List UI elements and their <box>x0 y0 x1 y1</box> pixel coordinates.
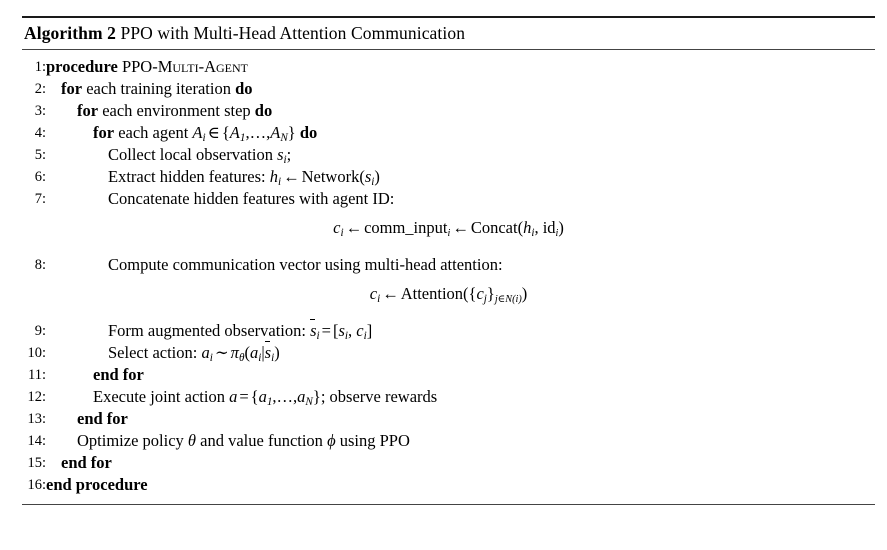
line-number-11: 11: <box>28 367 46 383</box>
algorithm-line-12: 12: Execute joint action a={a1,…,aN}; ob… <box>22 386 875 408</box>
keyword-do: do <box>254 101 273 120</box>
line-content-10: Select action: ai∼πθ(ai|si) <box>46 340 280 369</box>
equation-block-1: ci←comm_inputi←Concat(hi, idi) <box>22 210 875 254</box>
algorithm-line-13: 13: end for <box>22 408 875 430</box>
math-policy-sample: ai∼πθ(ai|si) <box>201 340 280 364</box>
keyword-end-for: end for <box>61 453 112 472</box>
line-number-10: 10: <box>27 345 46 361</box>
line-content-13: end for <box>46 408 128 430</box>
fn-id: id <box>542 218 556 237</box>
stmt-extract-features: Extract hidden features: <box>108 167 266 186</box>
line-number-13: 13: <box>27 411 46 427</box>
loop-range-envstep: each environment step <box>102 101 251 120</box>
algorithm-line-10: 10: Select action: ai∼πθ(ai|si) <box>22 340 875 364</box>
algorithm-line-11: 11: end for <box>22 364 875 386</box>
procedure-name: PPO-Multi-Agent <box>121 57 248 76</box>
algorithm-label: Algorithm 2 <box>24 23 116 43</box>
line-content-15: end for <box>46 452 112 474</box>
stmt-compute-comm-vector: Compute communication vector using multi… <box>108 255 503 274</box>
fn-network: Network <box>301 167 360 186</box>
algorithm-line-3: 3: for each environment step do <box>22 100 875 122</box>
line-number-6: 6: <box>34 169 46 185</box>
line-number-2: 2: <box>34 81 46 97</box>
algorithm-line-1: 1: procedure PPO-Multi-Agent <box>22 56 875 78</box>
algorithm-line-4: 4: for each agent Ai∈{A1,…,AN} do <box>22 122 875 144</box>
stmt-concatenate: Concatenate hidden features with agent I… <box>108 189 395 208</box>
math-augmented-state: si=[si, ci] <box>310 318 373 342</box>
rule-mid <box>22 49 875 50</box>
math-phi: ϕ <box>327 431 336 450</box>
keyword-end-for: end for <box>77 409 128 428</box>
algorithm-title-text: PPO with Multi-Head Attention Communicat… <box>120 23 466 43</box>
line-content-14: Optimize policy θ and value function ϕ u… <box>46 430 410 452</box>
stmt-using-ppo: using PPO <box>339 431 410 450</box>
algorithm-line-15: 15: end for <box>22 452 875 474</box>
line-number-12: 12: <box>27 389 46 405</box>
stmt-form-augmented: Form augmented observation: <box>108 321 306 340</box>
line-number-5: 5: <box>34 147 46 163</box>
line-number-15: 15: <box>27 455 46 471</box>
keyword-for: for <box>77 101 99 120</box>
keyword-for: for <box>61 79 83 98</box>
equation-block-2: ci←Attention({cj}j∈N(i)) <box>22 276 875 320</box>
line-content-8: Compute communication vector using multi… <box>46 254 503 276</box>
math-hidden-assign: hi←Network(si) <box>269 167 380 188</box>
keyword-do: do <box>235 79 253 98</box>
equation-comm-input: ci←comm_inputi←Concat(hi, idi) <box>333 218 564 240</box>
fn-attention: Attention <box>400 284 464 303</box>
line-number-1: 1: <box>34 59 46 75</box>
fn-comm-input: comm_input <box>364 218 448 237</box>
math-agent-set: Ai∈{A1,…,AN} <box>192 123 296 144</box>
fn-concat: Concat <box>470 218 518 237</box>
line-number-8: 8: <box>34 257 46 273</box>
line-content-4: for each agent Ai∈{A1,…,AN} do <box>46 122 317 149</box>
keyword-for: for <box>93 123 115 142</box>
line-content-9: Form augmented observation: si=[si, ci] <box>46 318 373 347</box>
algorithm-line-9: 9: Form augmented observation: si=[si, c… <box>22 318 875 342</box>
rule-top <box>22 16 875 18</box>
algorithm-line-6: 6: Extract hidden features: hi←Network(s… <box>22 166 875 188</box>
algorithm-title: Algorithm 2 PPO with Multi-Head Attentio… <box>22 18 875 49</box>
line-content-11: end for <box>46 364 144 386</box>
algorithm-block: Algorithm 2 PPO with Multi-Head Attentio… <box>22 16 875 505</box>
line-number-16: 16: <box>27 477 46 493</box>
line-number-9: 9: <box>34 323 46 339</box>
keyword-procedure: procedure <box>46 57 118 76</box>
math-observation-s-i: si <box>277 145 287 166</box>
line-content-2: for each training iteration do <box>46 78 253 100</box>
stmt-observe-rewards: ; observe rewards <box>320 387 438 406</box>
keyword-do: do <box>299 123 318 142</box>
line-number-3: 3: <box>34 103 46 119</box>
algorithm-line-7: 7: Concatenate hidden features with agen… <box>22 188 875 210</box>
line-content-16: end procedure <box>46 474 148 496</box>
line-content-3: for each environment step do <box>46 100 272 122</box>
loop-range-training: each training iteration <box>86 79 231 98</box>
line-content-12: Execute joint action a={a1,…,aN}; observ… <box>46 386 437 413</box>
keyword-end-procedure: end procedure <box>46 475 148 494</box>
algorithm-line-8: 8: Compute communication vector using mu… <box>22 254 875 276</box>
line-number-4: 4: <box>34 125 46 141</box>
loop-range-agent: each agent <box>118 123 189 142</box>
line-number-14: 14: <box>27 433 46 449</box>
algorithm-line-5: 5: Collect local observation si; <box>22 144 875 166</box>
stmt-optimize-policy: Optimize policy <box>77 431 184 450</box>
math-theta: θ <box>187 431 197 450</box>
algorithm-line-16: 16: end procedure <box>22 474 875 496</box>
line-content-7: Concatenate hidden features with agent I… <box>46 188 394 210</box>
algorithm-line-14: 14: Optimize policy θ and value function… <box>22 430 875 452</box>
math-joint-action: a={a1,…,aN} <box>229 387 321 408</box>
rule-bottom <box>22 504 875 505</box>
stmt-select-action: Select action: <box>108 343 198 362</box>
algorithm-body: 1: procedure PPO-Multi-Agent 2: for each… <box>22 50 875 504</box>
algorithm-line-2: 2: for each training iteration do <box>22 78 875 100</box>
line-content-5: Collect local observation si; <box>108 145 292 166</box>
stmt-execute-joint-action: Execute joint action <box>93 387 225 406</box>
line-content-6: Extract hidden features: hi←Network(si) <box>46 166 380 193</box>
stmt-and-value-function: and value function <box>200 431 323 450</box>
line-number-7: 7: <box>34 191 46 207</box>
stmt-collect-observation: Collect local observation <box>108 145 273 164</box>
equation-attention: ci←Attention({cj}j∈N(i)) <box>369 284 528 306</box>
keyword-end-for: end for <box>93 365 144 384</box>
line-content-1: procedure PPO-Multi-Agent <box>46 56 248 78</box>
